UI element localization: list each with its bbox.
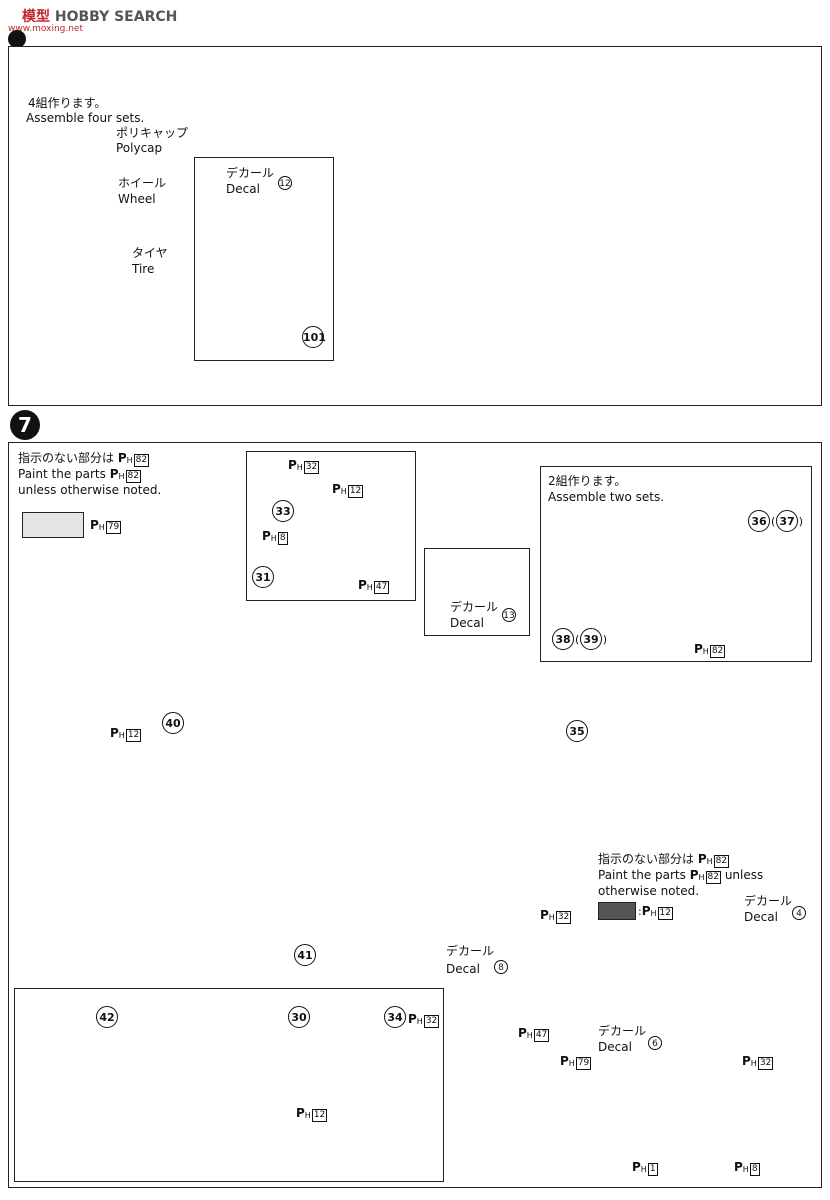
- decal8-number: 8: [494, 960, 508, 974]
- part-36: 36: [748, 510, 770, 532]
- console-ph-32-num: 32: [303, 461, 320, 474]
- console-ph-47-num: 47: [373, 581, 390, 594]
- dash-detail-ph-32-num: 32: [555, 911, 572, 924]
- decal13-label-en: Decal: [450, 616, 484, 630]
- dash-paint-note-en1-text: Paint the parts: [598, 868, 686, 882]
- decal6-label-jp: デカール: [598, 1024, 647, 1038]
- swatch-dark: [598, 902, 636, 920]
- site-url: www.moxing.net: [8, 24, 83, 34]
- console-ph-8-num: 8: [277, 532, 288, 545]
- paint-code-default-en-num: 82: [125, 470, 141, 483]
- step6-marker: [8, 30, 26, 48]
- part-42: 42: [96, 1006, 118, 1028]
- dash-ph-12-num: 12: [311, 1109, 328, 1122]
- main-ph-12-num: 12: [125, 729, 142, 742]
- decal13-label-jp: デカール: [450, 600, 499, 614]
- part-101: 101: [302, 326, 326, 348]
- site-logo[interactable]: 模型 HOBBY SEARCH: [22, 6, 177, 26]
- decal4-label-en: Decal: [744, 910, 778, 924]
- part-37: 37: [771, 510, 803, 533]
- part-41: 41: [294, 944, 316, 966]
- decal4-label-jp: デカール: [744, 894, 793, 908]
- decal13-number: 13: [502, 608, 516, 622]
- part-39: 39: [575, 628, 607, 651]
- part-35: 35: [566, 720, 588, 742]
- part-33: 33: [272, 500, 294, 522]
- part-38: 38: [552, 628, 574, 650]
- wheel-label-en: Wheel: [118, 192, 156, 206]
- door-ph-79-num: 79: [575, 1057, 592, 1070]
- decal8-label-jp: デカール: [446, 944, 495, 958]
- dash-paint-code-en-num: 82: [705, 871, 721, 884]
- decal12-label-jp: デカール: [226, 166, 275, 180]
- dash-detail-ph-47-num: 47: [533, 1029, 550, 1042]
- decal4-number: 4: [792, 906, 806, 920]
- paint-code-default-num: 82: [133, 454, 150, 467]
- part-40: 40: [162, 712, 184, 734]
- part-34: 34: [384, 1006, 406, 1028]
- decal12-label-en: Decal: [226, 182, 260, 196]
- wheel-label-jp: ホイール: [118, 176, 167, 190]
- decal6-number: 6: [648, 1036, 662, 1050]
- seat-note-jp: 2組作ります。: [548, 474, 627, 488]
- console-ph-12-num: 12: [347, 485, 364, 498]
- decal12-number: 12: [278, 176, 292, 190]
- step6-note-en: Assemble four sets.: [26, 111, 145, 125]
- polycap-label-jp: ポリキャップ: [116, 126, 189, 140]
- logo-cn-text: 模型: [22, 9, 50, 25]
- step7-number: 7: [10, 410, 40, 440]
- tire-label-en: Tire: [132, 262, 155, 276]
- dash-paint-code-num: 82: [713, 855, 730, 868]
- dash-paint-note-en3: otherwise noted.: [598, 884, 700, 898]
- dash-paint-note-jp-text: 指示のない部分は: [598, 852, 695, 866]
- part-30: 30: [288, 1006, 310, 1028]
- door-ph-32-num: 32: [757, 1057, 774, 1070]
- paint-note-en2: unless otherwise noted.: [18, 483, 162, 497]
- swatch-dark-code-num: 12: [657, 907, 673, 920]
- seat-ph-82-num: 82: [709, 645, 726, 658]
- seat-note-en: Assemble two sets.: [548, 490, 665, 504]
- swatch-light: [22, 512, 84, 538]
- step6-note-jp: 4組作ります。: [28, 96, 107, 110]
- decal8-label-en: Decal: [446, 962, 480, 976]
- tire-label-jp: タイヤ: [132, 246, 168, 260]
- dash-ph-32-num: 32: [423, 1015, 440, 1028]
- paint-note-en1-text: Paint the parts: [18, 467, 106, 481]
- part-31: 31: [252, 566, 274, 588]
- logo-en-text: HOBBY SEARCH: [54, 9, 178, 25]
- door-ph-1-num: 1: [647, 1163, 658, 1176]
- decal6-label-en: Decal: [598, 1040, 632, 1054]
- dash-paint-note-en2-text: unless: [724, 868, 764, 882]
- polycap-label-en: Polycap: [116, 141, 163, 155]
- paint-note-jp-text: 指示のない部分は: [18, 451, 115, 465]
- door-ph-8-num: 8: [749, 1163, 760, 1176]
- swatch-light-code-num: 79: [105, 521, 122, 534]
